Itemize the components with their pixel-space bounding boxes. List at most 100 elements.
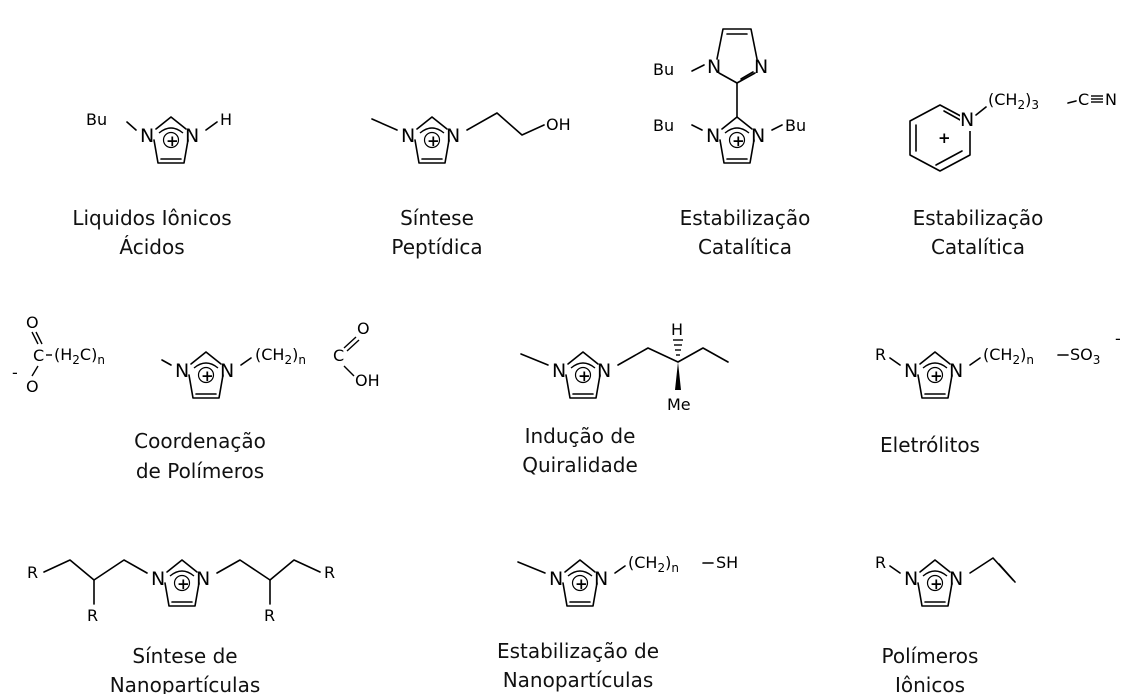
structure-sulfonate-imidazolium: N N + R (CH2)n SO3 - — [875, 329, 1121, 399]
atom-c-nitrile: C — [1078, 90, 1089, 109]
atom-n1: N — [904, 360, 918, 382]
plus-charge: + — [166, 132, 179, 150]
svg-text:de Polímeros: de Polímeros — [136, 459, 264, 483]
atom-n3: N — [949, 568, 963, 590]
structure-bis-imidazole: N N + Bu Bu N N Bu — [653, 28, 806, 164]
structure-pyridinium-nitrile: N + (CH2)3 C N — [909, 90, 1117, 172]
caption-polymer-coordination: Coordenação de Polímeros — [134, 429, 266, 483]
svg-text:Indução de: Indução de — [525, 424, 636, 448]
plus-charge: + — [732, 132, 745, 150]
svg-text:Polímeros: Polímeros — [882, 644, 979, 668]
caption-acidic-ionic-liquids: Liquidos Iônicos Ácidos — [72, 206, 231, 259]
minus-charge: - — [1115, 329, 1121, 348]
atom-n1: N — [140, 125, 154, 147]
atom-n3: N — [751, 125, 765, 147]
plus-charge: + — [427, 132, 440, 150]
chain-ch2: (CH2)n — [983, 345, 1034, 367]
atom-n1: N — [706, 125, 720, 147]
svg-text:Estabilização: Estabilização — [913, 206, 1044, 230]
atom-n3: N — [185, 125, 199, 147]
atom-n1: N — [552, 360, 566, 382]
atom-o-right-top: O — [357, 319, 370, 338]
atom-r: R — [875, 553, 886, 572]
svg-text:Peptídica: Peptídica — [391, 235, 482, 259]
caption-nanoparticle-synthesis: Síntese de Nanopartículas — [110, 644, 261, 694]
svg-text:Iônicos: Iônicos — [895, 673, 965, 694]
structure-branched-imidazolium: N N + R R R R — [27, 559, 335, 625]
atom-n1: N — [401, 125, 415, 147]
atom-bu-left: Bu — [653, 116, 674, 135]
svg-text:Catalítica: Catalítica — [698, 235, 792, 259]
svg-text:Nanopartículas: Nanopartículas — [110, 673, 261, 694]
atom-n1: N — [904, 568, 918, 590]
caption-peptide-synthesis: Síntese Peptídica — [391, 206, 482, 259]
chain-h2c-left: (H2C)n — [54, 345, 105, 367]
atom-me: Me — [667, 395, 691, 414]
structure-bu-imidazolium-h: N N + Bu H — [86, 110, 232, 164]
atom-n-nitrile: N — [1105, 90, 1117, 109]
atom-n3: N — [594, 568, 608, 590]
atom-r-left-end: R — [27, 563, 38, 582]
plus-charge: + — [201, 367, 214, 385]
caption-ionic-polymers: Polímeros Iônicos — [882, 644, 979, 694]
svg-text:Catalítica: Catalítica — [931, 235, 1025, 259]
atom-o-left-bottom: O — [26, 377, 39, 396]
atom-r-right-end: R — [324, 563, 335, 582]
atom-bu-top: Bu — [653, 60, 674, 79]
caption-catalytic-stabilization-2: Estabilização Catalítica — [913, 206, 1044, 259]
atom-n-upper1: N — [707, 56, 721, 78]
chain-ch2-open: (CH2)3 — [988, 90, 1039, 112]
atom-c-right: C — [333, 346, 344, 365]
svg-text:Síntese: Síntese — [400, 206, 474, 230]
atom-n-upper3: N — [754, 56, 768, 78]
svg-text:Ácidos: Ácidos — [119, 235, 184, 259]
plus-charge: + — [575, 575, 588, 593]
atom-oh: OH — [546, 115, 571, 134]
atom-n1: N — [549, 568, 563, 590]
caption-chirality-induction: Indução de Quiralidade — [522, 424, 638, 477]
svg-text:Eletrólitos: Eletrólitos — [880, 433, 980, 457]
atom-n3: N — [196, 568, 210, 590]
structure-thiol-imidazolium: N N + (CH2)n SH — [517, 553, 738, 607]
atom-n3: N — [220, 360, 234, 382]
svg-text:Nanopartículas: Nanopartículas — [503, 668, 654, 692]
atom-o-left-top: O — [26, 313, 39, 332]
plus-charge: + — [177, 575, 190, 593]
atom-bu-right: Bu — [785, 116, 806, 135]
svg-text:Coordenação: Coordenação — [134, 429, 266, 453]
chain-ch2: (CH2)n — [628, 553, 679, 575]
plus-charge: + — [578, 367, 591, 385]
structure-vinyl-imidazolium: N N + R — [875, 553, 1016, 607]
structure-hydroxyethyl-imidazolium: N N + OH — [371, 112, 571, 164]
atom-h: H — [220, 110, 232, 129]
plus-charge: + — [938, 129, 951, 147]
structure-dicarboxylate-imidazolium: N N + (H2C)n C O O - (CH2)n C O OH — [12, 313, 380, 399]
atom-n3: N — [597, 360, 611, 382]
svg-text:Liquidos Iônicos: Liquidos Iônicos — [72, 206, 231, 230]
atom-oh-right: OH — [355, 371, 380, 390]
caption-catalytic-stabilization-1: Estabilização Catalítica — [680, 206, 811, 259]
caption-nanoparticle-stabilization: Estabilização de Nanopartículas — [497, 639, 659, 692]
plus-charge: + — [930, 575, 943, 593]
svg-text:Estabilização de: Estabilização de — [497, 639, 659, 663]
atom-n3: N — [949, 360, 963, 382]
atom-n1: N — [175, 360, 189, 382]
minus-charge: - — [12, 363, 18, 382]
atom-r-left-branch: R — [87, 606, 98, 625]
atom-h-chiral: H — [671, 320, 683, 339]
svg-text:Síntese de: Síntese de — [132, 644, 237, 668]
atom-c-left: C — [33, 346, 44, 365]
plus-charge: + — [930, 367, 943, 385]
atom-n1: N — [151, 568, 165, 590]
chain-ch2-right: (CH2)n — [255, 345, 306, 367]
svg-text:Estabilização: Estabilização — [680, 206, 811, 230]
atom-n-pyridinium: N — [960, 109, 974, 131]
atom-sh: SH — [716, 553, 738, 572]
atom-so3: SO3 — [1070, 345, 1100, 367]
atom-r-right-branch: R — [264, 606, 275, 625]
atom-r: R — [875, 345, 886, 364]
structure-chiral-imidazolium: N N + H Me — [520, 320, 729, 414]
svg-text:Quiralidade: Quiralidade — [522, 453, 638, 477]
